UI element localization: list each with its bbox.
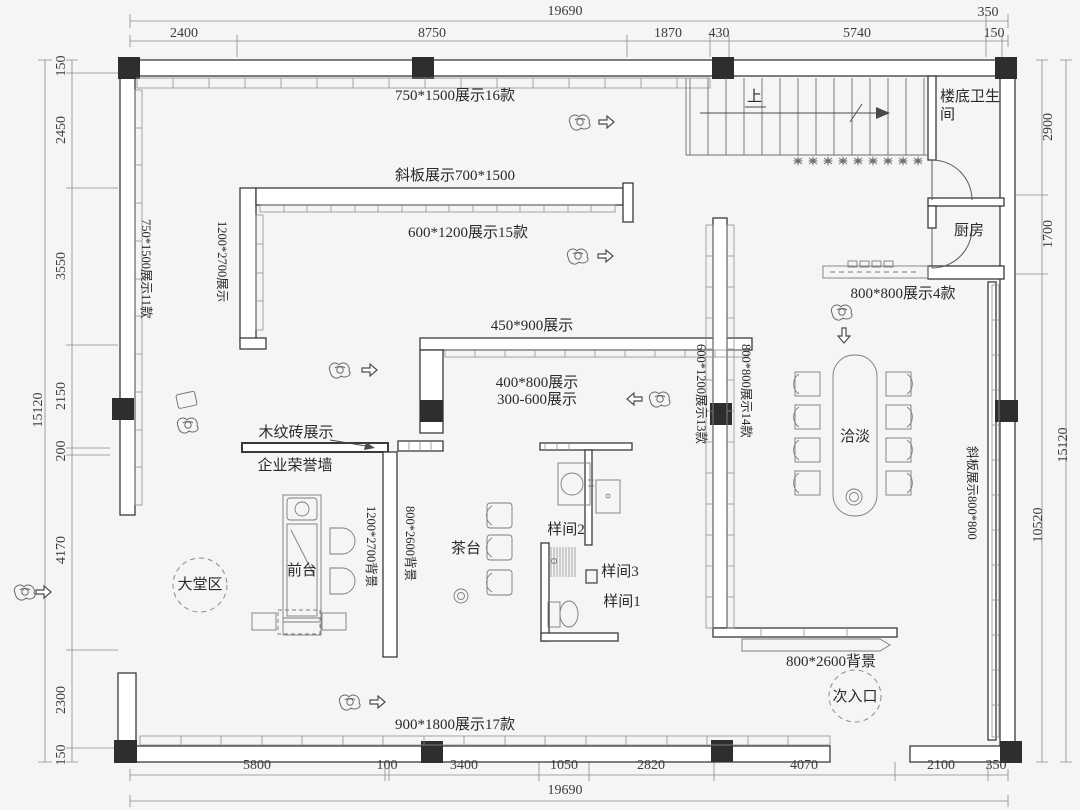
dim-bottom-4: 1050 — [550, 758, 578, 773]
dimension-lines — [38, 14, 1072, 807]
dim-right-total: 15120 — [1056, 427, 1071, 463]
dim-left-7: 2300 — [54, 686, 69, 714]
label-slant-700-1500: 斜板展示700*1500 — [394, 168, 516, 184]
label-display-1200-2700: 1200*2700展示 — [215, 221, 229, 303]
dim-bottom-total: 19690 — [547, 783, 583, 798]
dim-left-2: 2450 — [54, 116, 69, 144]
dim-right-1: 2900 — [1041, 113, 1056, 141]
dim-left-8: 150 — [54, 744, 69, 766]
label-tea-table: 茶台 — [450, 541, 482, 557]
dim-bottom-8: 350 — [985, 758, 1007, 773]
label-honor-wall: 企业荣誉墙 — [257, 458, 333, 474]
dim-left-3: 3550 — [54, 252, 69, 280]
dim-left-6: 4170 — [54, 536, 69, 564]
dim-right-3: 10520 — [1031, 507, 1046, 543]
dim-top-150: 150 — [983, 26, 1005, 41]
kitchen-counter — [822, 260, 929, 279]
label-bg-1200-2700: 1200*2700背景 — [364, 506, 378, 588]
dim-right-2: 1700 — [1041, 220, 1056, 248]
label-bg-800-2600-bottom: 800*2600背景 — [785, 654, 877, 670]
label-display-800-800-4: 800*800展示4款 — [850, 286, 956, 302]
sample-room-fixtures — [547, 462, 621, 628]
dim-bottom-6: 4070 — [790, 758, 818, 773]
dim-top-1: 2400 — [170, 26, 198, 41]
label-sample-room-2: 样间2 — [547, 522, 585, 538]
walls — [117, 59, 1016, 763]
dim-left-total: 15120 — [31, 392, 46, 428]
bg-shelf — [741, 638, 891, 652]
label-display-750-1500-11: 750*1500展示11款 — [139, 219, 153, 319]
label-negotiation: 洽淡 — [839, 429, 871, 445]
label-bg-800-2600-mid: 800*2600背景 — [403, 506, 417, 582]
label-display-300-600: 300-600展示 — [497, 392, 577, 408]
display-bands — [134, 77, 1000, 746]
label-display-600-1200-13: 600*1200展示13款 — [694, 344, 708, 445]
furniture — [251, 260, 929, 652]
dim-bottom-5: 2820 — [637, 758, 665, 773]
people-figures — [13, 114, 853, 711]
label-kitchen: 厨房 — [953, 223, 985, 239]
secondary-entrance-circle — [828, 669, 882, 723]
dim-bottom-7: 2100 — [927, 758, 955, 773]
label-display-600-1200-15: 600*1200展示15款 — [407, 225, 529, 241]
dim-left-4: 2150 — [54, 382, 69, 410]
dim-top-5: 5740 — [843, 26, 871, 41]
label-secondary-entrance: 次入口 — [832, 689, 878, 705]
dim-left-5: 200 — [54, 440, 69, 462]
tea-table-stools — [453, 502, 513, 604]
stair-plants — [793, 156, 923, 166]
label-display-750-1500-16: 750*1500展示16款 — [394, 88, 516, 104]
dim-top-350: 350 — [977, 5, 999, 20]
label-lobby: 大堂区 — [177, 577, 223, 593]
label-display-900-1800-17: 900*1800展示17款 — [394, 717, 516, 733]
label-display-400-800: 400*800展示 — [495, 375, 579, 391]
label-sample-room-3: 样间3 — [601, 564, 639, 580]
leader-arrow — [329, 439, 367, 447]
label-ground-floor-restroom: 楼底卫生间 — [940, 89, 1001, 124]
dim-top-total: 19690 — [547, 4, 583, 19]
dim-top-4: 430 — [708, 26, 730, 41]
reception-desk — [251, 494, 356, 636]
label-sample-room-1: 样间1 — [603, 594, 641, 610]
label-display-800-800-14: 800*800展示14款 — [739, 344, 753, 438]
dim-top-3: 1870 — [654, 26, 682, 41]
dim-left-1: 150 — [54, 55, 69, 77]
dim-bottom-1: 5800 — [243, 758, 271, 773]
label-display-450-900: 450*900展示 — [490, 318, 574, 334]
staircase — [685, 78, 928, 156]
door-swings — [931, 159, 973, 269]
structural-columns — [112, 57, 1022, 763]
dim-top-2: 8750 — [418, 26, 446, 41]
zone-circles — [172, 557, 882, 723]
lobby-zone-circle — [172, 557, 228, 613]
label-stair-up: 上 — [747, 89, 763, 105]
dim-bottom-2: 100 — [376, 758, 398, 773]
label-slant-800-800: 斜板展示800*800 — [965, 446, 979, 540]
label-wood-grain-brick: 木纹砖展示 — [258, 425, 334, 441]
dim-bottom-3: 3400 — [450, 758, 478, 773]
label-reception: 前台 — [286, 563, 318, 579]
negotiation-table — [793, 354, 913, 517]
